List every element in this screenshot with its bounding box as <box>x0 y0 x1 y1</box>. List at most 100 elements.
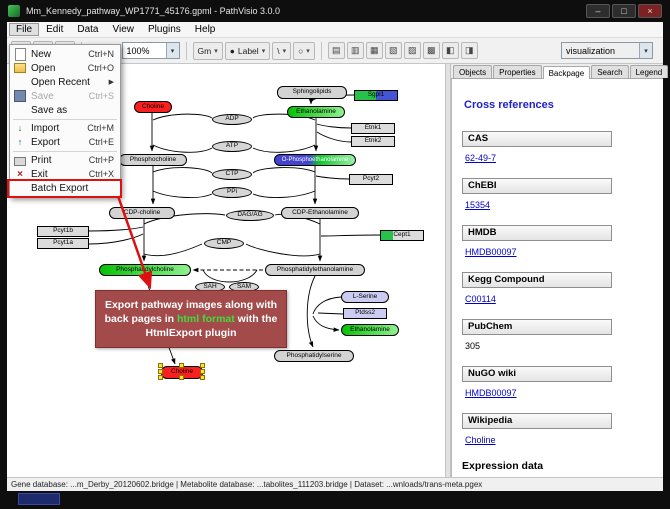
node-choline-top[interactable]: Choline <box>134 101 172 113</box>
node-cdp-choline[interactable]: CDP-choline <box>109 207 175 219</box>
xref-value-pubchem: 305 <box>465 341 481 351</box>
node-atp[interactable]: ATP <box>212 141 252 152</box>
xref-header-pubchem[interactable]: PubChem <box>462 319 612 335</box>
menu-item-open[interactable]: Open Ctrl+O <box>10 61 120 75</box>
export-icon <box>14 136 26 148</box>
menu-plugins[interactable]: Plugins <box>147 24 181 35</box>
node-ctp[interactable]: CTP <box>212 169 252 180</box>
node-phosphatidylethanolamine[interactable]: Phosphatidylethanolamine <box>265 264 365 276</box>
align-bottom-button[interactable]: ▩ <box>422 42 440 59</box>
same-width-button[interactable]: ◧ <box>441 42 459 59</box>
pathvisio-logo-icon <box>8 5 20 17</box>
blank-icon <box>14 104 26 116</box>
tab-backpage[interactable]: Backpage <box>542 66 591 79</box>
chevron-down-icon[interactable]: ▾ <box>165 43 179 58</box>
menu-item-save[interactable]: Save Ctrl+S <box>10 89 120 103</box>
menu-item-open-recent[interactable]: Open Recent ▶ <box>10 75 120 89</box>
menu-data[interactable]: Data <box>77 24 99 35</box>
node-phosphatidylserine[interactable]: Phosphatidylserine <box>274 350 354 362</box>
gene-cept1[interactable]: Cept1 <box>380 230 424 241</box>
selection-handle[interactable] <box>179 375 184 380</box>
annotation-callout: Export pathway images along with back pa… <box>95 290 287 348</box>
menu-item-new[interactable]: New Ctrl+N <box>10 47 120 61</box>
selection-handle[interactable] <box>179 363 184 368</box>
xref-link-hmdb[interactable]: HMDB00097 <box>465 247 517 257</box>
align-left-button[interactable]: ▤ <box>327 42 345 59</box>
selection-handle[interactable] <box>158 369 163 374</box>
chevron-down-icon: ▾ <box>306 47 310 55</box>
gene-etnk2[interactable]: Etnk2 <box>351 136 395 147</box>
xref-header-chebi[interactable]: ChEBI <box>462 178 612 194</box>
node-phosphocholine[interactable]: Phosphocholine <box>119 154 187 166</box>
menu-file[interactable]: File <box>9 23 40 36</box>
node-sphingolipids[interactable]: Sphingolipids <box>277 86 347 99</box>
visualization-combobox[interactable]: visualization ▾ <box>561 42 653 59</box>
xref-header-kegg[interactable]: Kegg Compound <box>462 272 612 288</box>
node-dag[interactable]: DAG/AG <box>226 210 274 221</box>
menu-item-save-as[interactable]: Save as <box>10 103 120 117</box>
gene-etnk1[interactable]: Etnk1 <box>351 123 395 134</box>
xref-header-hmdb[interactable]: HMDB <box>462 225 612 241</box>
gene-pcyt2[interactable]: Pcyt2 <box>349 174 393 185</box>
node-l-serine[interactable]: L-Serine <box>341 291 389 303</box>
xref-header-wikipedia[interactable]: Wikipedia <box>462 413 612 429</box>
chevron-down-icon[interactable]: ▾ <box>639 43 652 58</box>
xref-header-nugo[interactable]: NuGO wiki <box>462 366 612 382</box>
menu-item-import[interactable]: Import Ctrl+M <box>10 121 120 135</box>
gene-pcyt1a[interactable]: Pcyt1a <box>37 238 89 249</box>
menu-item-batch-export[interactable]: Batch Export <box>10 181 120 195</box>
gene-ptdss2[interactable]: Ptdss2 <box>343 308 387 319</box>
statusbar-text: Gene database: ...m_Derby_20120602.bridg… <box>11 480 483 489</box>
panel-splitter[interactable] <box>445 64 451 477</box>
tab-search[interactable]: Search <box>591 65 629 78</box>
expression-data-heading: Expression data <box>462 460 544 472</box>
datanode-tool-button[interactable]: Gm ▾ <box>192 41 223 60</box>
callout-text: with the HtmlExport plugin <box>145 313 278 340</box>
tab-legend[interactable]: Legend <box>629 65 669 78</box>
minimize-button[interactable]: – <box>586 4 610 18</box>
menu-view[interactable]: View <box>112 24 134 35</box>
selection-handle[interactable] <box>158 375 163 380</box>
selection-handle[interactable] <box>200 375 205 380</box>
open-folder-icon <box>14 62 26 74</box>
shape-tool-button[interactable]: ○ ▾ <box>293 41 315 60</box>
node-cdp-ethanolamine[interactable]: CDP-Ethanolamine <box>281 207 359 219</box>
selection-handle[interactable] <box>200 363 205 368</box>
xref-section: CAS 62-49-7 <box>462 131 653 166</box>
align-top-button[interactable]: ▧ <box>384 42 402 59</box>
close-button[interactable]: × <box>638 4 662 18</box>
xref-link-wikipedia[interactable]: Choline <box>465 435 496 445</box>
menu-edit[interactable]: Edit <box>46 24 64 35</box>
label-tool-button[interactable]: ● Label ▾ <box>224 41 271 60</box>
selection-handle[interactable] <box>200 369 205 374</box>
align-center-button[interactable]: ▥ <box>346 42 364 59</box>
node-o-phosphoethanolamine[interactable]: O-Phosphoethanolamine <box>274 154 356 166</box>
node-ethanolamine-bottom[interactable]: Ethanolamine <box>341 324 399 336</box>
align-middle-button[interactable]: ▨ <box>403 42 421 59</box>
menu-item-export[interactable]: Export Ctrl+E <box>10 135 120 149</box>
menu-item-exit[interactable]: Exit Ctrl+X <box>10 167 120 181</box>
menu-item-print[interactable]: Print Ctrl+P <box>10 153 120 167</box>
node-ppi[interactable]: PPi <box>212 187 252 198</box>
align-right-button[interactable]: ▦ <box>365 42 383 59</box>
maximize-button[interactable]: □ <box>612 4 636 18</box>
zoom-combobox[interactable]: 100% ▾ <box>121 42 180 59</box>
xref-link-kegg[interactable]: C00114 <box>465 294 496 304</box>
node-cmp[interactable]: CMP <box>204 238 244 249</box>
node-phosphatidylcholine[interactable]: Phosphatidylcholine <box>99 264 191 276</box>
node-adp[interactable]: ADP <box>212 114 252 125</box>
xref-link-cas[interactable]: 62-49-7 <box>465 153 497 163</box>
menu-help[interactable]: Help <box>194 24 216 35</box>
tab-objects[interactable]: Objects <box>453 65 493 78</box>
submenu-arrow-icon: ▶ <box>108 79 114 86</box>
node-ethanolamine-top[interactable]: Ethanolamine <box>287 106 345 118</box>
xref-link-nugo[interactable]: HMDB00097 <box>465 388 517 398</box>
gene-sgpl1[interactable]: Sgpl1 <box>354 90 398 101</box>
xref-link-chebi[interactable]: 15354 <box>465 200 491 210</box>
selection-handle[interactable] <box>158 363 163 368</box>
tab-properties[interactable]: Properties <box>493 65 542 78</box>
same-height-button[interactable]: ◨ <box>460 42 478 59</box>
gene-pcyt1b[interactable]: Pcyt1b <box>37 226 89 237</box>
xref-header-cas[interactable]: CAS <box>462 131 612 147</box>
line-tool-button[interactable]: \ ▾ <box>272 41 292 60</box>
